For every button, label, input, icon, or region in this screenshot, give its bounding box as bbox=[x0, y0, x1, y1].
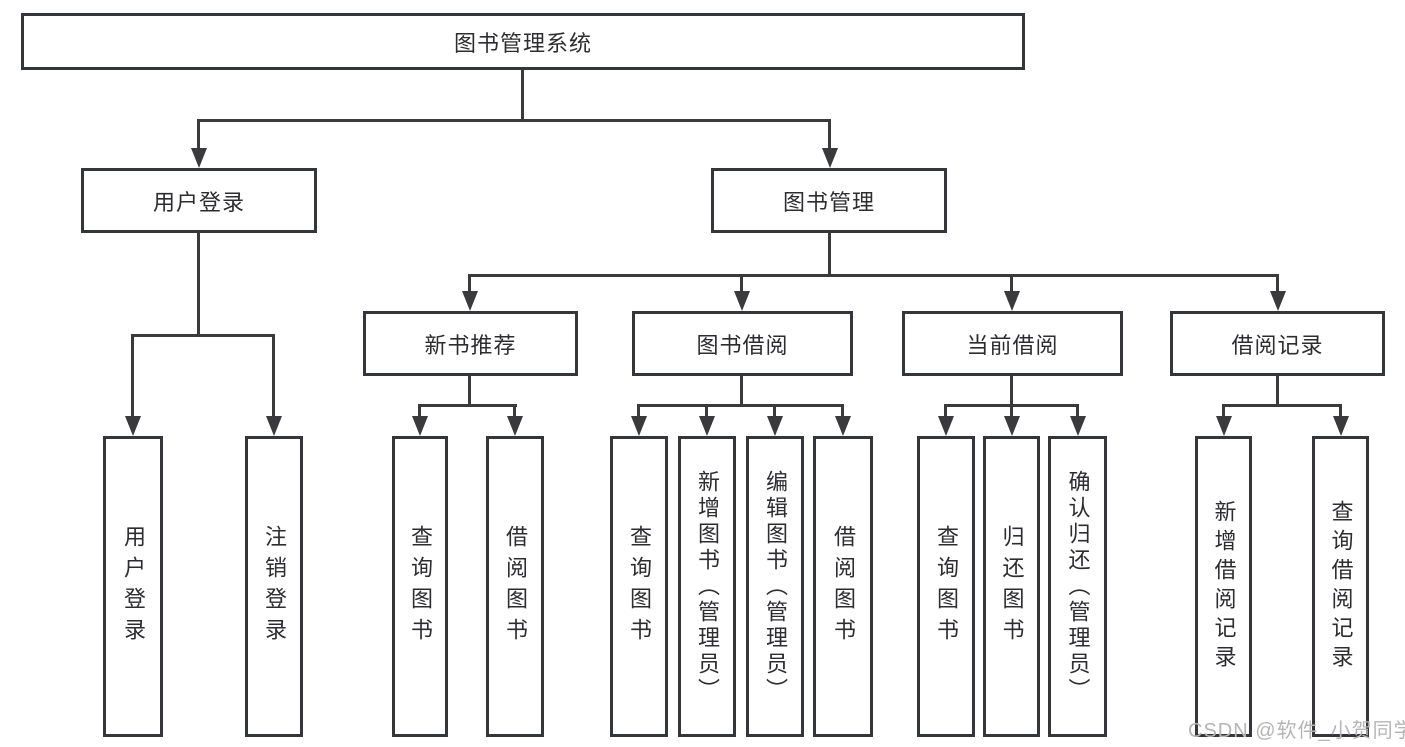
arrowhead-down-icon bbox=[1004, 416, 1020, 436]
vline bbox=[418, 404, 421, 418]
node-root-label: 图书管理系统 bbox=[453, 30, 592, 56]
node-leaf-br-query-record-label: 查询借阅记录 bbox=[1328, 499, 1354, 674]
node-leaf-bb-query-books: 查询图书 bbox=[610, 436, 668, 737]
vline bbox=[521, 69, 524, 121]
node-leaf-bb-add-books-admin: 新增图书（管理员） bbox=[678, 436, 736, 737]
arrowhead-down-icon bbox=[1070, 416, 1086, 436]
arrowhead-down-icon bbox=[822, 148, 838, 168]
vline bbox=[131, 334, 134, 418]
vline bbox=[740, 274, 743, 293]
arrowhead-down-icon bbox=[266, 416, 282, 436]
hline bbox=[197, 119, 831, 122]
vline bbox=[468, 376, 471, 407]
arrowhead-down-icon bbox=[1004, 291, 1020, 311]
node-current-borrowing-label: 当前借阅 bbox=[966, 332, 1059, 358]
vline bbox=[705, 404, 708, 418]
node-leaf-br-query-record: 查询借阅记录 bbox=[1312, 436, 1369, 737]
node-new-book-recommend: 新书推荐 bbox=[363, 311, 578, 376]
arrowhead-down-icon bbox=[1333, 416, 1349, 436]
hline bbox=[468, 274, 1279, 277]
csdn-watermark: CSDN @软件_小贺同学 bbox=[1188, 720, 1405, 742]
arrowhead-down-icon bbox=[835, 416, 851, 436]
node-current-borrowing: 当前借阅 bbox=[902, 311, 1123, 376]
node-user-login: 用户登录 bbox=[81, 168, 317, 233]
node-leaf-cb-return-books-label: 归还图书 bbox=[999, 524, 1025, 649]
node-leaf-bb-borrow-books: 借阅图书 bbox=[813, 436, 873, 737]
node-leaf-cb-query-books-label: 查询图书 bbox=[934, 524, 959, 649]
arrowhead-down-icon bbox=[462, 291, 478, 311]
node-leaf-br-add-record-label: 新增借阅记录 bbox=[1211, 499, 1237, 674]
node-book-management: 图书管理 bbox=[711, 168, 947, 233]
vline bbox=[1010, 404, 1013, 418]
arrowhead-down-icon bbox=[1270, 291, 1286, 311]
arrowhead-down-icon bbox=[507, 416, 523, 436]
node-leaf-cb-confirm-return-admin-label: 确认归还（管理员） bbox=[1065, 469, 1091, 704]
hline bbox=[418, 404, 517, 407]
vline bbox=[828, 233, 831, 276]
node-leaf-bb-edit-books-admin-label: 编辑图书（管理员） bbox=[763, 469, 788, 704]
node-book-borrowing: 图书借阅 bbox=[632, 311, 853, 376]
vline bbox=[740, 376, 743, 407]
vline bbox=[841, 404, 844, 418]
node-leaf-cb-return-books: 归还图书 bbox=[983, 436, 1040, 737]
vline bbox=[513, 404, 516, 418]
vline bbox=[773, 404, 776, 418]
arrowhead-down-icon bbox=[191, 148, 207, 168]
arrowhead-down-icon bbox=[125, 416, 141, 436]
node-root: 图书管理系统 bbox=[21, 13, 1025, 70]
node-book-management-label: 图书管理 bbox=[782, 189, 875, 215]
vline bbox=[1010, 274, 1013, 293]
node-leaf-cb-confirm-return-admin: 确认归还（管理员） bbox=[1048, 436, 1107, 737]
node-leaf-bb-edit-books-admin: 编辑图书（管理员） bbox=[746, 436, 804, 737]
arrowhead-down-icon bbox=[699, 416, 715, 436]
vline bbox=[1276, 376, 1279, 407]
vline bbox=[197, 233, 200, 337]
vline bbox=[1076, 404, 1079, 418]
node-leaf-logout-label: 注销登录 bbox=[262, 524, 287, 649]
vline bbox=[1222, 404, 1225, 418]
arrowhead-down-icon bbox=[412, 416, 428, 436]
node-leaf-nbr-query-books-label: 查询图书 bbox=[408, 524, 433, 649]
vline bbox=[1276, 274, 1279, 293]
node-leaf-nbr-query-books: 查询图书 bbox=[392, 436, 448, 737]
vline bbox=[272, 334, 275, 418]
vline bbox=[1339, 404, 1342, 418]
vline bbox=[1010, 376, 1013, 407]
arrowhead-down-icon bbox=[1216, 416, 1232, 436]
node-book-borrowing-label: 图书借阅 bbox=[696, 332, 789, 358]
arrowhead-down-icon bbox=[767, 416, 783, 436]
node-user-login-label: 用户登录 bbox=[152, 189, 245, 215]
arrowhead-down-icon bbox=[734, 291, 750, 311]
node-leaf-bb-add-books-admin-label: 新增图书（管理员） bbox=[695, 469, 720, 704]
node-new-book-recommend-label: 新书推荐 bbox=[424, 332, 517, 358]
vline bbox=[468, 274, 471, 293]
hline bbox=[637, 404, 844, 407]
node-borrowing-records-label: 借阅记录 bbox=[1231, 332, 1324, 358]
node-leaf-bb-borrow-books-label: 借阅图书 bbox=[831, 524, 856, 649]
node-leaf-cb-query-books: 查询图书 bbox=[917, 436, 975, 737]
hline bbox=[1222, 404, 1341, 407]
node-leaf-logout: 注销登录 bbox=[245, 436, 303, 737]
node-leaf-user-login-label: 用户登录 bbox=[121, 524, 146, 649]
vline bbox=[197, 119, 200, 150]
vline bbox=[828, 119, 831, 150]
node-leaf-user-login: 用户登录 bbox=[103, 436, 163, 737]
node-leaf-br-add-record: 新增借阅记录 bbox=[1195, 436, 1252, 737]
vline bbox=[637, 404, 640, 418]
node-leaf-nbr-borrow-books: 借阅图书 bbox=[486, 436, 544, 737]
hline bbox=[131, 334, 275, 337]
node-leaf-bb-query-books-label: 查询图书 bbox=[627, 524, 652, 649]
arrowhead-down-icon bbox=[631, 416, 647, 436]
vline bbox=[944, 404, 947, 418]
arrowhead-down-icon bbox=[938, 416, 954, 436]
node-borrowing-records: 借阅记录 bbox=[1170, 311, 1385, 376]
node-leaf-nbr-borrow-books-label: 借阅图书 bbox=[503, 524, 528, 649]
